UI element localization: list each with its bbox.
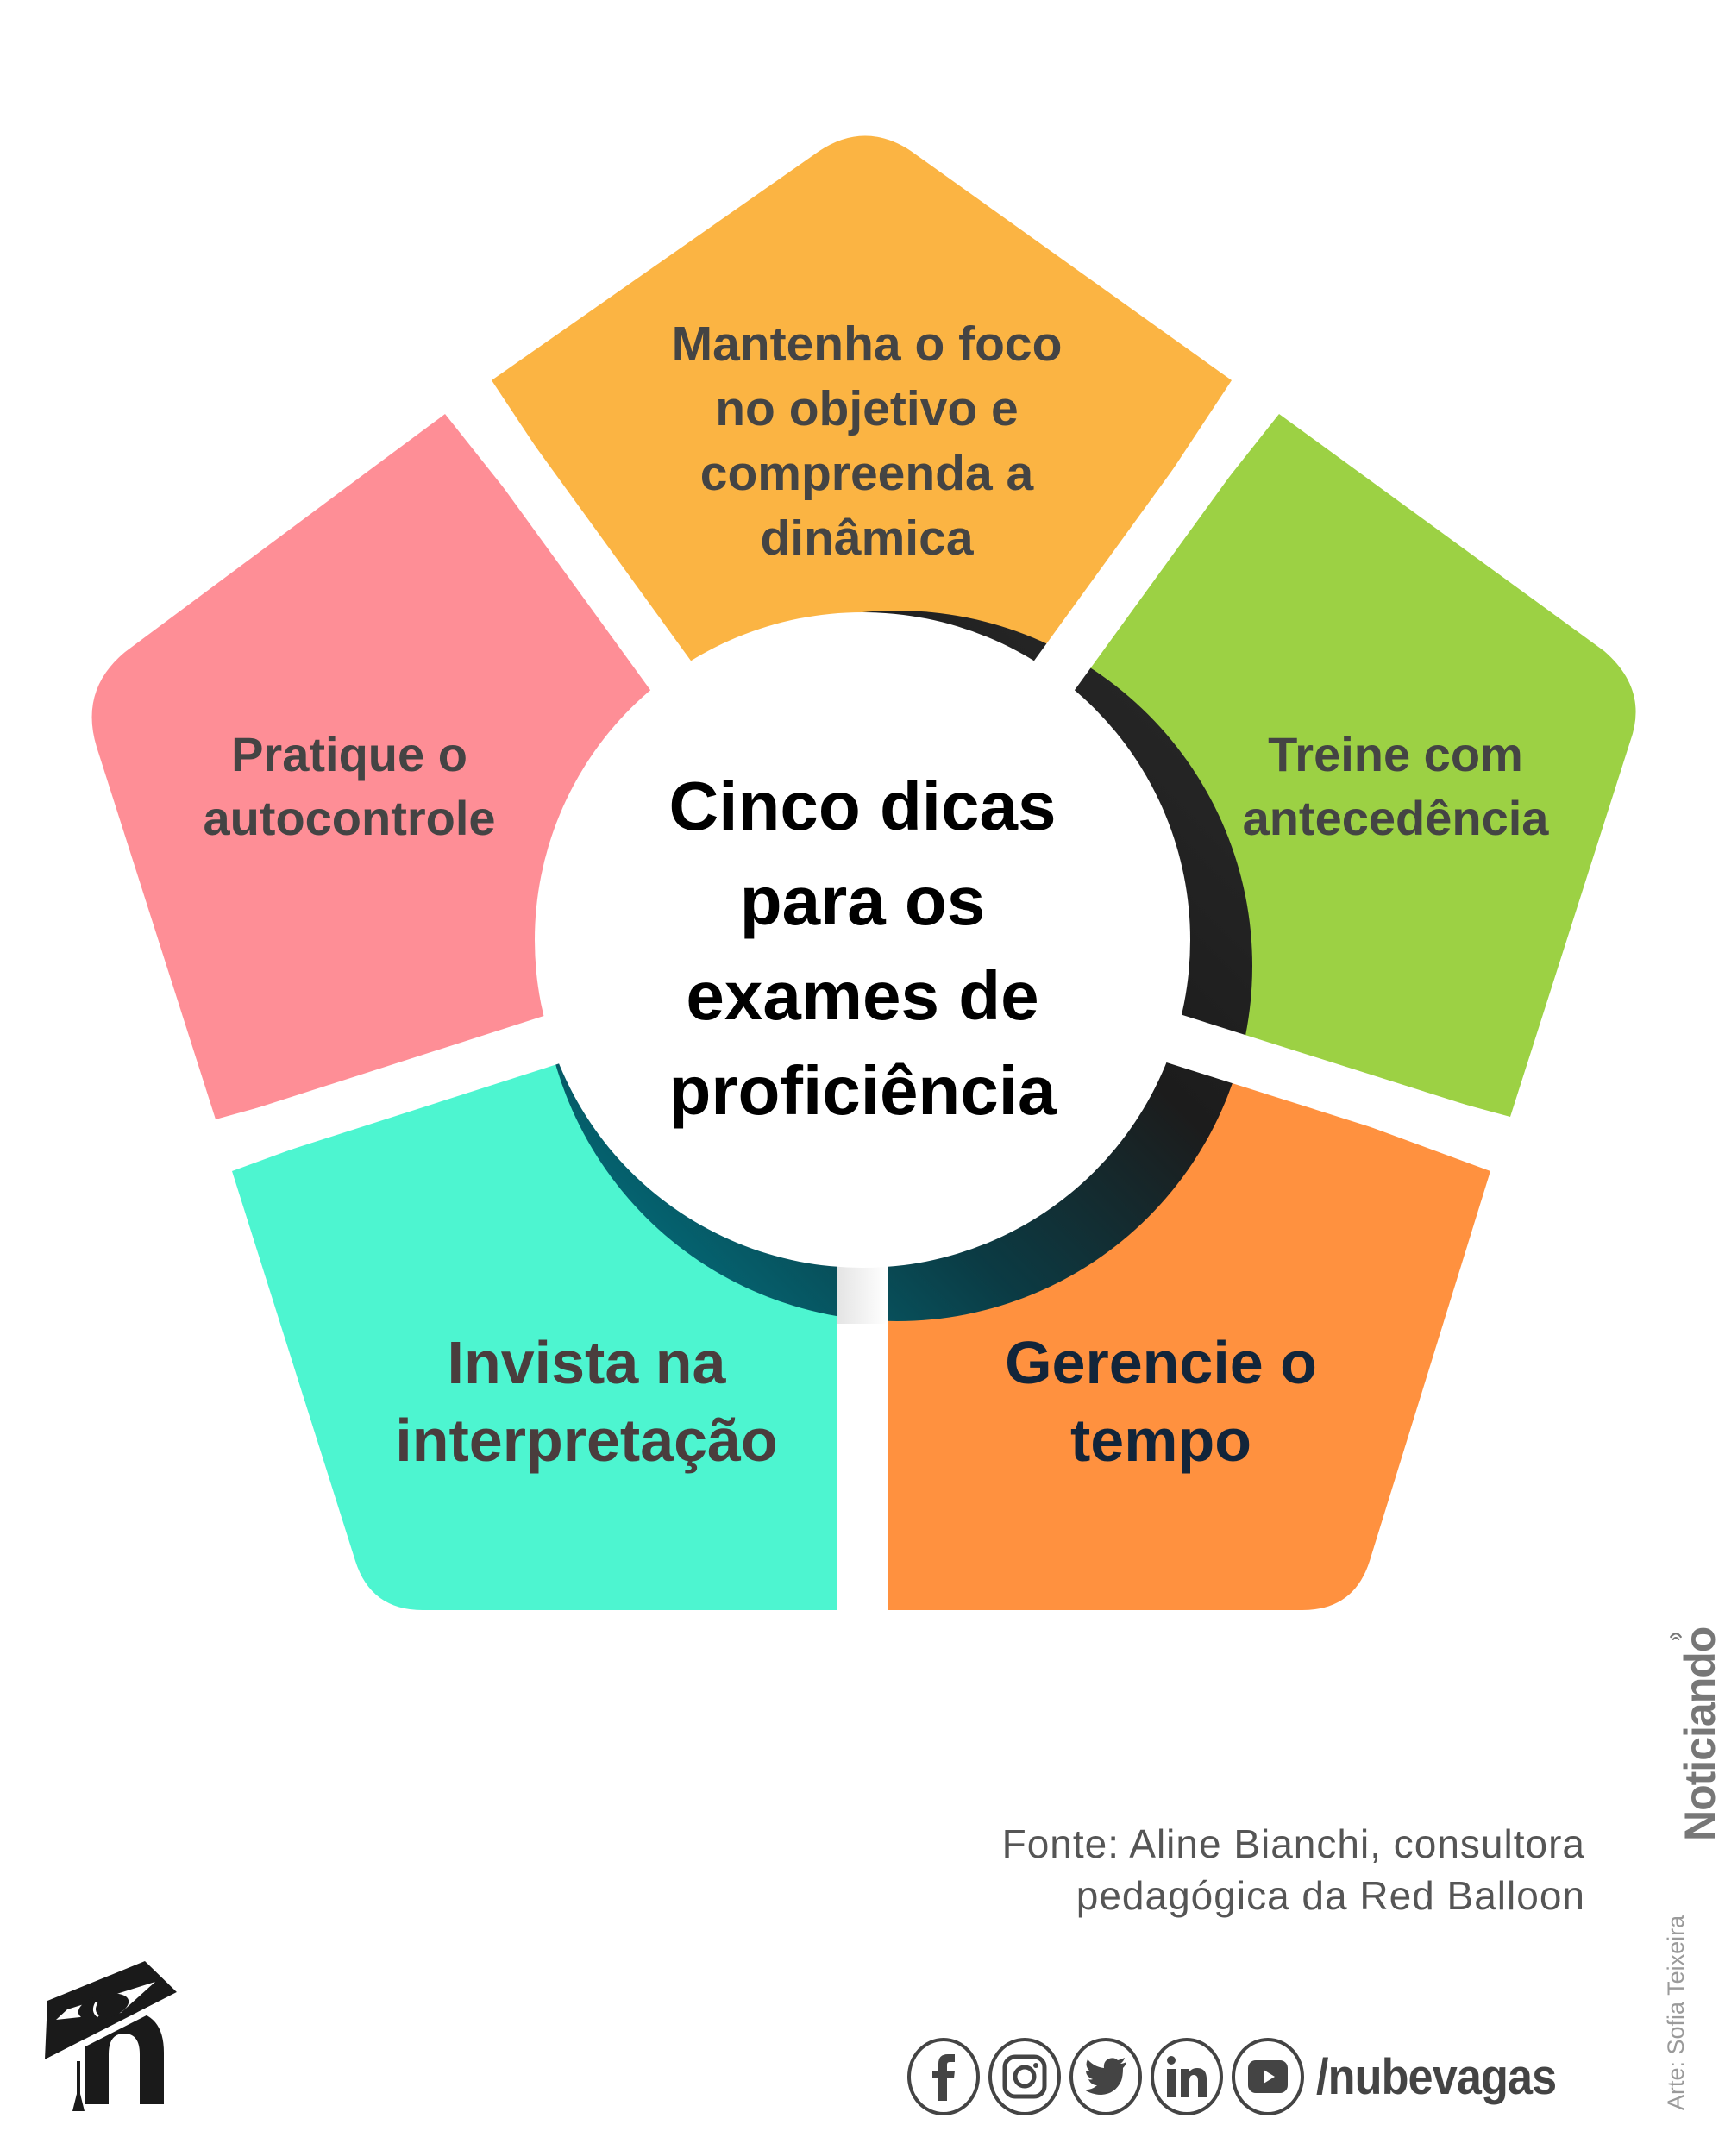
social-handle[interactable]: /nubevagas [1316,2048,1557,2105]
tip-text-bottom-left: Invista na interpretação [395,1324,777,1479]
tip-bottom-left-line: Invista na [447,1329,726,1396]
brand-noticiando: Noticiando [1676,1626,1724,1841]
linkedin-link[interactable] [1151,2038,1223,2115]
twitter-link[interactable] [1070,2038,1142,2115]
tip-bottom-left-line: interpretação [395,1407,778,1474]
center-title: Cinco dicas para os exames de proficiênc… [668,759,1056,1138]
title-line: proficiência [668,1052,1057,1129]
art-credit: Arte: Sofia Teixeira [1663,1915,1689,2110]
tip-left-line: autocontrole [203,791,496,845]
tip-right-line: antecedência [1242,791,1549,845]
tip-bottom-right-line: Gerencie o [1005,1329,1317,1396]
facebook-icon [932,2054,955,2101]
tip-piece-top [492,135,1232,940]
tip-bottom-right-line: tempo [1070,1407,1251,1474]
tip-top-line: compreenda a [699,446,1034,501]
twitter-icon [1084,2058,1126,2095]
tip-right-line: Treine com [1268,727,1523,781]
tip-top-line: no objetivo e [715,381,1019,436]
tip-text-bottom-right: Gerencie o tempo [1005,1324,1317,1479]
source-credit: Fonte: Aline Bianchi, consultora pedagóg… [1002,1818,1585,1921]
youtube-icon [1248,2060,1288,2093]
tip-text-top: Mantenha o foco no objetivo e compreenda… [672,312,1063,571]
linkedin-icon [1167,2056,1207,2097]
nube-logo [45,1961,179,2111]
title-line: exames de [686,957,1039,1034]
instagram-icon [1002,2054,1047,2099]
youtube-link[interactable] [1232,2038,1304,2115]
source-line: Fonte: Aline Bianchi, consultora [1001,1821,1585,1866]
title-line: Cinco dicas [668,768,1057,844]
instagram-link[interactable] [988,2038,1061,2115]
tip-left-line: Pratique o [231,727,467,781]
signal-icon [1670,1633,1682,1640]
tip-text-right: Treine com antecedência [1243,723,1549,850]
social-links: /nubevagas [907,2037,1583,2116]
center-circle [535,612,1190,1268]
facebook-link[interactable] [907,2038,980,2115]
tip-text-left: Pratique o autocontrole [203,723,495,850]
tip-top-line: Mantenha o foco [671,317,1063,372]
tip-top-line: dinâmica [760,511,974,566]
source-line: pedagógica da Red Balloon [1076,1873,1585,1918]
title-line: para os [739,862,986,939]
